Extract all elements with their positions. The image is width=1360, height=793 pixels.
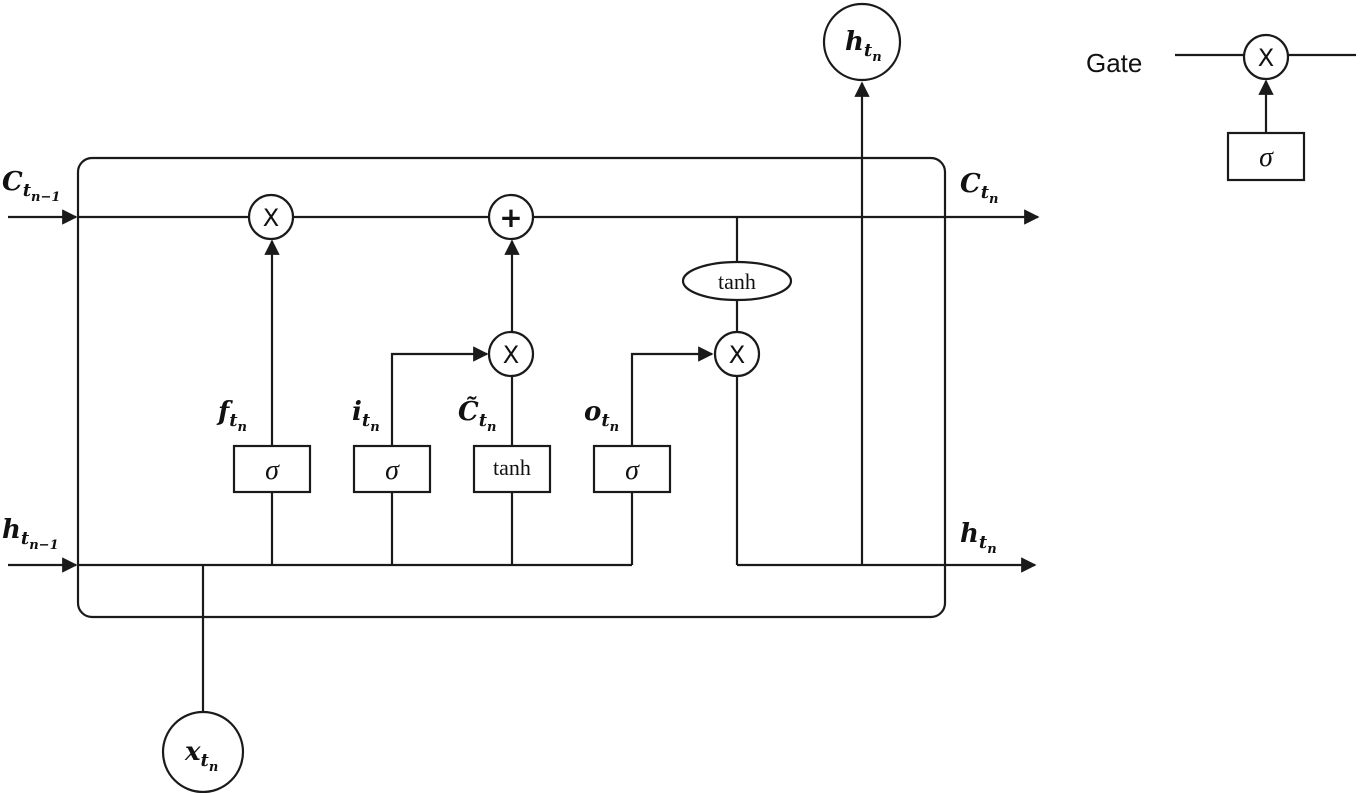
- h-prev-label: htn−1: [2, 515, 59, 553]
- output-gate-box: σ: [592, 444, 672, 494]
- forget-gate-box: σ: [232, 444, 312, 494]
- cell-tanh-node: tanh: [681, 260, 793, 302]
- input-multiply-node: X: [487, 330, 535, 378]
- gate-legend-box: [1226, 131, 1306, 182]
- h-output-node: htn: [822, 2, 902, 82]
- gate-legend-multiply-symbol: X: [1258, 44, 1274, 72]
- input-multiply-symbol: X: [503, 341, 519, 369]
- h-next-label: htn: [960, 519, 997, 557]
- gate-legend-sigma: σ: [1259, 142, 1274, 173]
- x-input-label: xtn: [184, 737, 218, 775]
- input-gate-arrow: [390, 346, 489, 446]
- gate-legend: Gate X σ: [1086, 33, 1356, 182]
- candidate-label: C̃tn: [458, 396, 496, 435]
- candidate-box: tanh: [472, 444, 552, 494]
- input-gate-label: itn: [352, 397, 380, 435]
- gate-legend-label: Gate: [1086, 48, 1142, 78]
- c-next-label: Ctn: [960, 169, 998, 207]
- cell-tanh-label: tanh: [718, 269, 756, 294]
- output-multiply-symbol: X: [729, 341, 745, 369]
- output-sigma: σ: [625, 455, 640, 486]
- candidate-tanh-label: tanh: [493, 455, 531, 480]
- cell-boundary: [76, 156, 947, 619]
- input-gate-box: σ: [352, 444, 432, 494]
- output-gate-arrow: [630, 346, 714, 446]
- forget-multiply-node: X: [247, 193, 295, 241]
- x-input-node: xtn: [161, 710, 245, 793]
- gate-legend-multiply-node: [1242, 33, 1290, 81]
- add-node: +: [487, 193, 535, 241]
- output-gate-label: otn: [584, 397, 619, 435]
- add-symbol: +: [499, 201, 522, 234]
- input-sigma: σ: [385, 455, 400, 486]
- output-multiply-node: X: [713, 330, 761, 378]
- h-output-label: htn: [845, 27, 882, 65]
- c-prev-label: Ctn−1: [2, 167, 60, 205]
- forget-sigma: σ: [265, 455, 280, 486]
- forget-multiply-symbol: X: [263, 204, 279, 232]
- forget-gate-label: ftn: [216, 397, 247, 435]
